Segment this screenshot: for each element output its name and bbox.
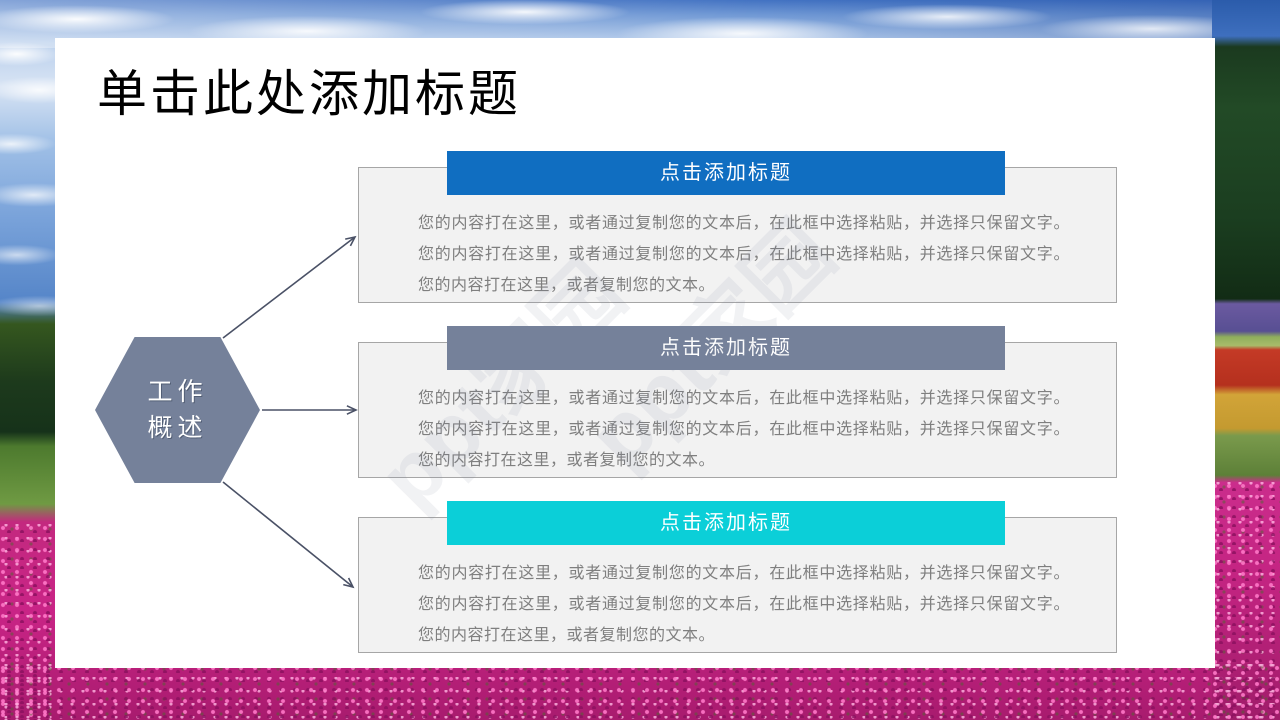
- arrow-head-middle: [346, 405, 358, 415]
- slide-title[interactable]: 单击此处添加标题: [97, 66, 521, 122]
- box-3-body-text[interactable]: 您的内容打在这里，或者通过复制您的文本后，在此框中选择粘贴，并选择只保留文字。您…: [418, 565, 1070, 644]
- box-3-title-placeholder[interactable]: 点击添加标题: [447, 501, 1005, 545]
- box-2-title-placeholder[interactable]: 点击添加标题: [447, 326, 1005, 370]
- slide-area: 单击此处添加标题 工作 概述 点击添加标题 您的内容打在这里，或者通过复制您的文…: [55, 38, 1215, 668]
- hexagon-work-overview[interactable]: 工作 概述: [95, 337, 260, 483]
- arrow-line-bottom: [222, 481, 354, 588]
- content-box-2: 点击添加标题 您的内容打在这里，或者通过复制您的文本后，在此框中选择粘贴，并选择…: [358, 326, 1117, 478]
- arrow-head-bottom: [343, 577, 355, 589]
- box-1-body-text[interactable]: 您的内容打在这里，或者通过复制您的文本后，在此框中选择粘贴，并选择只保留文字。您…: [418, 215, 1070, 294]
- hexagon-label-line1: 工作: [147, 378, 208, 406]
- arrow-line-top: [222, 236, 356, 339]
- content-box-3: 点击添加标题 您的内容打在这里，或者通过复制您的文本后，在此框中选择粘贴，并选择…: [358, 501, 1117, 653]
- box-2-body-text[interactable]: 您的内容打在这里，或者通过复制您的文本后，在此框中选择粘贴，并选择只保留文字。您…: [418, 390, 1070, 469]
- background-trees-fields: [1212, 0, 1280, 720]
- hexagon-label-line2: 概述: [147, 414, 208, 442]
- sky-clouds-left: [0, 30, 56, 330]
- box-1-title-placeholder[interactable]: 点击添加标题: [447, 151, 1005, 195]
- content-box-1: 点击添加标题 您的内容打在这里，或者通过复制您的文本后，在此框中选择粘贴，并选择…: [358, 151, 1117, 303]
- arrow-head-top: [345, 235, 357, 247]
